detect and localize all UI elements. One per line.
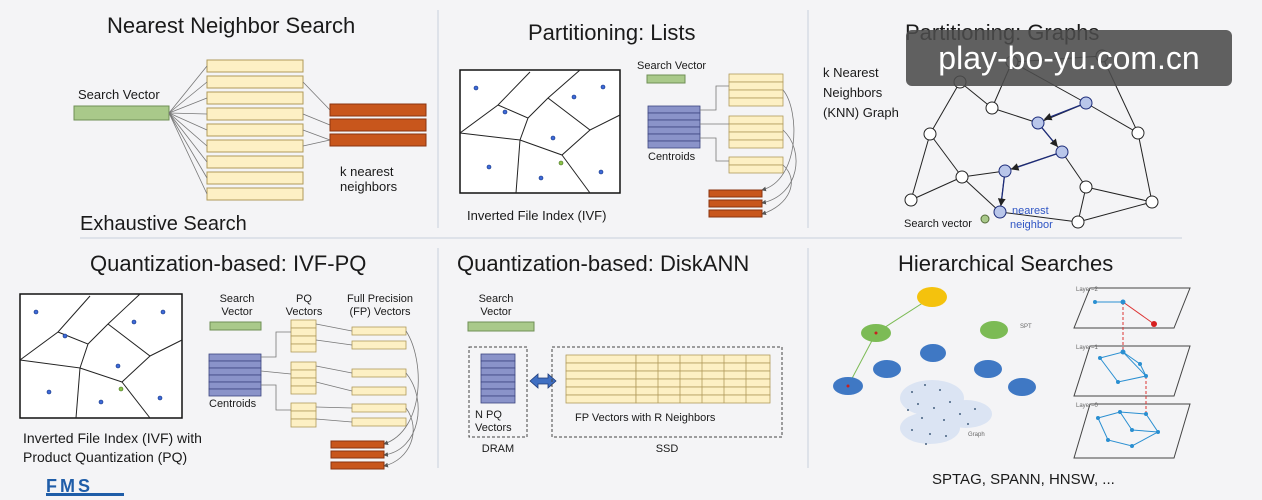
ivfpq-voronoi-box <box>19 293 183 419</box>
ivf-voronoi-box <box>459 69 621 194</box>
graphs-nearest-label-1: nearest <box>1012 205 1049 217</box>
knn-query-point <box>980 214 990 224</box>
dram-label: DRAM <box>481 443 515 455</box>
ivfpq-centroids <box>208 353 262 397</box>
nn-footer: Exhaustive Search <box>80 213 247 235</box>
hnsw-layers <box>1073 287 1191 459</box>
dram-ssd-arrow <box>529 373 557 389</box>
dram-box <box>468 346 528 438</box>
watermark: play-bo-yu.com.cn <box>906 30 1232 86</box>
graphs-label-3: (KNN) Graph <box>823 105 899 120</box>
ivfpq-centroids-label: Centroids <box>209 398 257 410</box>
hier-title: Hierarchical Searches <box>898 251 1114 276</box>
diskann-title: Quantization-based: DiskANN <box>457 251 750 276</box>
graph-label: Graph <box>968 432 985 438</box>
diskann-npq-label-2: Vectors <box>475 422 512 434</box>
hier-caption: SPTAG, SPANN, HNSW, ... <box>932 471 1115 488</box>
nn-database-stack <box>206 59 304 201</box>
panel-dividers <box>80 10 1182 468</box>
sptag-tree <box>833 287 1036 396</box>
layer2-label: Layer=2 <box>1076 287 1098 293</box>
lists-centroids-label: Centroids <box>648 151 696 163</box>
ivfpq-caption-2: Product Quantization (PQ) <box>23 449 188 465</box>
lists-result-bars <box>708 189 763 218</box>
lists-connectors <box>700 85 797 216</box>
nn-search-vector <box>73 105 170 121</box>
ssd-box <box>551 346 783 438</box>
diskann-npq-label-1: N PQ <box>475 409 502 421</box>
ivfpq-pq-vectors <box>290 319 317 428</box>
ivfpq-title: Quantization-based: IVF-PQ <box>90 251 367 276</box>
nn-result-label-2: neighbors <box>340 179 398 194</box>
ivfpq-sv-label-1: Search <box>219 293 255 305</box>
lists-search-vector <box>646 74 686 84</box>
graphs-label-2: Neighbors <box>823 85 883 100</box>
lists-search-vector-label: Search Vector <box>637 60 707 72</box>
diskann-sv-label-2: Vector <box>480 306 512 318</box>
layer1-label: Layer=1 <box>1076 345 1098 351</box>
fms-logo-mark <box>46 493 124 496</box>
graphs-nearest-label-2: neighbor <box>1010 219 1053 231</box>
ivfpq-fp-vectors <box>351 326 407 427</box>
ivfpq-search-vector <box>209 321 262 331</box>
fms-logo: FMS <box>46 476 93 496</box>
nn-compare-lines <box>168 65 331 195</box>
knn-visited-nodes <box>993 96 1093 219</box>
diskann-search-vector <box>467 321 535 332</box>
lists-inverted-lists <box>728 73 784 174</box>
nn-search-vector-label: Search Vector <box>78 87 160 102</box>
ivfpq-pq-label-2: Vectors <box>285 306 323 318</box>
lists-caption: Inverted File Index (IVF) <box>467 208 607 223</box>
ssd-label: SSD <box>655 443 679 455</box>
ivfpq-pq-label-1: PQ <box>296 293 312 305</box>
graphs-search-vector-label: Search vector <box>904 218 972 230</box>
knn-search-path <box>997 102 1087 207</box>
nn-result-bars <box>329 103 427 147</box>
ivfpq-sv-label-2: Vector <box>221 306 253 318</box>
ivfpq-fp-label-2: (FP) Vectors <box>349 306 411 318</box>
ivfpq-result-bars <box>330 440 385 470</box>
graphs-label-1: k Nearest <box>823 65 879 80</box>
lists-centroids <box>647 105 701 149</box>
nn-title: Nearest Neighbor Search <box>107 13 356 38</box>
spt-label: SPT <box>1020 324 1032 330</box>
diskann-sv-label-1: Search <box>478 293 514 305</box>
sptag-graph-cloud <box>900 380 992 445</box>
diskann-fp-label: FP Vectors with R Neighbors <box>575 412 716 424</box>
nn-result-label-1: k nearest <box>340 164 394 179</box>
lists-title: Partitioning: Lists <box>528 20 696 45</box>
ivfpq-connectors <box>260 323 419 468</box>
layer0-label: Layer=0 <box>1076 403 1098 409</box>
ivfpq-fp-label-1: Full Precision <box>346 293 414 305</box>
ivfpq-caption-1: Inverted File Index (IVF) with <box>23 430 202 446</box>
